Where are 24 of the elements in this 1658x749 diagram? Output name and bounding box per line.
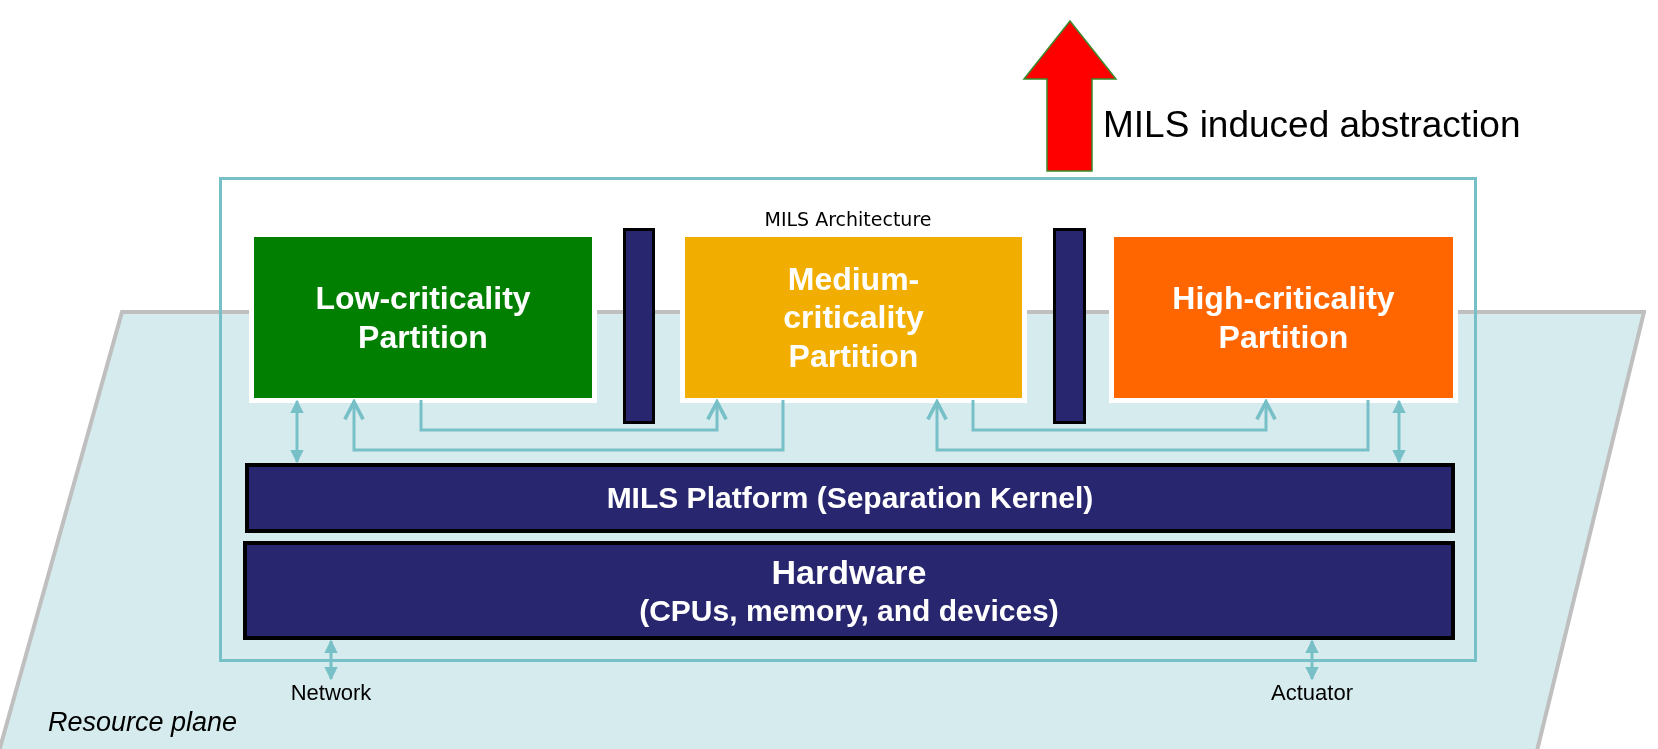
- annotation-label: MILS induced abstraction: [1103, 104, 1521, 146]
- platform-bar: [245, 463, 1455, 533]
- connector-arrow: [290, 399, 304, 464]
- connector-arrow: [324, 639, 338, 681]
- platform-label: MILS Platform (Separation Kernel): [606, 481, 1094, 515]
- port-label: Actuator: [1252, 680, 1372, 706]
- partition-label: Low-criticality Partition: [314, 279, 532, 356]
- partition-label: Medium- criticality Partition: [782, 259, 925, 376]
- plane-label: Resource plane: [48, 707, 238, 738]
- bar-separator: [623, 228, 655, 424]
- connector-arrow: [343, 400, 785, 452]
- connector-arrow: [1305, 639, 1319, 681]
- port-label: Network: [271, 680, 391, 706]
- architecture-panel: [219, 177, 1477, 662]
- panel-title: MILS Architecture: [763, 208, 933, 230]
- hardware-bar: [243, 541, 1455, 640]
- bar-separator: [1053, 228, 1086, 424]
- partition-label: High-criticality Partition: [1171, 279, 1396, 356]
- connector-arrow: [419, 400, 728, 432]
- connector-arrow: [1392, 399, 1406, 464]
- connector-arrow: [926, 400, 1370, 452]
- connector-arrow: [971, 400, 1277, 432]
- hardware-label: (CPUs, memory, and devices): [639, 592, 1059, 629]
- hardware-label: Hardware: [771, 552, 927, 593]
